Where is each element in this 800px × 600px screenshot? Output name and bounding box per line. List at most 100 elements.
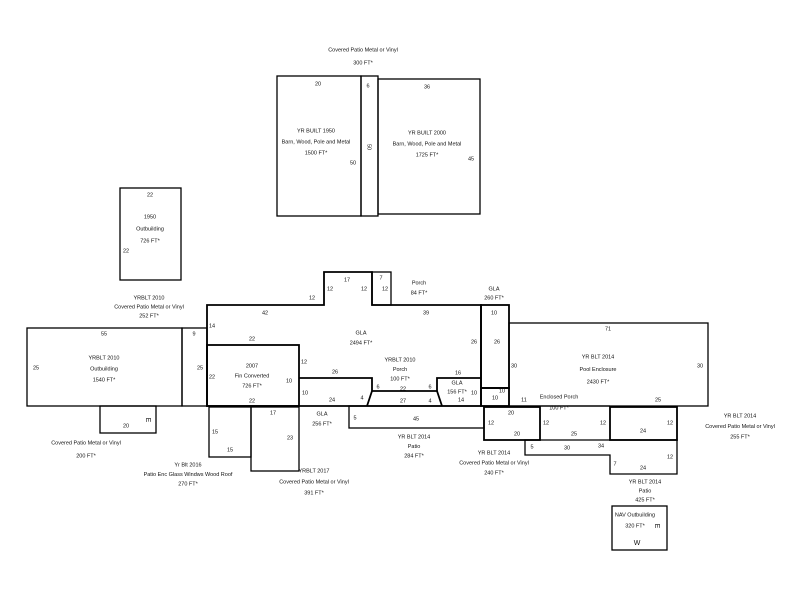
dimension-label: 14 (209, 323, 215, 329)
dimension-label: 24 (640, 428, 646, 434)
area-label: 726 FT* (242, 383, 262, 389)
dimension-label: 17 (270, 410, 276, 416)
dimension-label: 12 (667, 420, 673, 426)
dimension-label: 20 (123, 423, 129, 429)
dimension-label: 26 (332, 369, 338, 375)
area-label: Porch (412, 280, 426, 286)
covered-patio-200[interactable] (99, 405, 157, 434)
area-label: YR BUILT 2000 (408, 130, 446, 136)
area-label: Patio (408, 444, 421, 450)
area-label: Fin Converted (235, 373, 270, 379)
area-label: 252 FT* (139, 313, 159, 319)
dimension-label: 12 (309, 295, 315, 301)
dimension-label: 14 (458, 397, 464, 403)
dimension-label: 9 (192, 331, 195, 337)
barn-1950[interactable] (276, 75, 362, 217)
dimension-label: 25 (571, 431, 577, 437)
dimension-label: 36 (424, 84, 430, 90)
outbuilding-1950[interactable] (119, 187, 182, 281)
area-label: GLA (488, 286, 499, 292)
fin-converted[interactable] (206, 344, 300, 407)
area-label: YR BLT 2014 (582, 354, 615, 360)
dimension-label: 12 (667, 454, 673, 460)
area-label: Covered Patio Metal or Vinyl (279, 479, 349, 485)
covered-patio-391[interactable] (250, 406, 300, 472)
area-label: YR BLT 2014 (478, 450, 511, 456)
dimension-label: 27 (400, 398, 406, 404)
dimension-label: 10 (492, 395, 498, 401)
area-label: 270 FT* (178, 481, 198, 487)
area-label: 1725 FT* (416, 152, 439, 158)
dimension-label: 39 (423, 310, 429, 316)
dimension-label: 7 (613, 461, 616, 467)
dimension-label: 24 (640, 465, 646, 471)
dimension-label: 12 (488, 420, 494, 426)
area-label: Covered Patio Metal or Vinyl (51, 440, 121, 446)
dimension-label: 25 (33, 365, 39, 371)
covered-patio-240[interactable] (483, 406, 541, 441)
dimension-label: 22 (249, 336, 255, 342)
dimension-label: 4 (428, 398, 431, 404)
area-label: Outbuilding (136, 226, 164, 232)
area-label: YRBLT 2010 (134, 295, 165, 301)
area-label: YR BLT 2014 (724, 413, 757, 419)
dimension-label: 22 (400, 386, 406, 392)
area-label: Barn, Wood, Pole and Metal (282, 139, 351, 145)
dimension-label: 45 (468, 156, 474, 162)
area-label: YRBLT 2010 (89, 355, 120, 361)
area-label: NAV Outbuilding (615, 512, 655, 518)
barn-2000[interactable] (377, 78, 481, 215)
dimension-label: 22 (209, 374, 215, 380)
area-label: 1540 FT* (93, 377, 116, 383)
covered-patio-252[interactable] (181, 327, 208, 407)
dimension-label: 6 (366, 83, 369, 89)
gla-260[interactable] (480, 304, 510, 389)
dimension-label: 26 (494, 339, 500, 345)
dimension-label: 55 (101, 331, 107, 337)
dimension-label: 71 (605, 326, 611, 332)
area-label: 391 FT* (304, 490, 324, 496)
dimension-label: 17 (344, 277, 350, 283)
dimension-label: 12 (600, 420, 606, 426)
dimension-label: 6 (376, 384, 379, 390)
patio-425[interactable] (524, 439, 678, 475)
dimension-label: 50 (350, 160, 356, 166)
area-label: 260 FT* (484, 295, 504, 301)
area-label: 2007 (246, 363, 258, 369)
porch-84[interactable] (371, 271, 392, 306)
area-label: 100 FT* (549, 405, 569, 411)
dimension-label: 12 (327, 286, 333, 292)
nav-outbuilding[interactable] (611, 505, 668, 551)
marker-glyph: E (144, 418, 151, 423)
dimension-label: 7 (379, 275, 382, 281)
area-label: YRBLT 2010 (385, 357, 416, 363)
dimension-label: 15 (212, 429, 218, 435)
area-label: 200 FT* (76, 453, 96, 459)
area-label: GLA (316, 411, 327, 417)
dimension-label: 42 (262, 310, 268, 316)
area-label: 84 FT* (411, 290, 428, 296)
area-label: 2430 FT* (587, 379, 610, 385)
dimension-label: 45 (413, 416, 419, 422)
dimension-label: 22 (249, 398, 255, 404)
area-label: YR BLT 2014 (398, 434, 431, 440)
marker-glyph: W (634, 540, 641, 547)
dimension-label: 15 (227, 447, 233, 453)
dimension-label: 12 (361, 286, 367, 292)
dimension-label: 25 (655, 397, 661, 403)
dimension-label: 23 (287, 435, 293, 441)
area-label: YR BUILT 1950 (297, 128, 335, 134)
gla-inner-line (299, 377, 481, 392)
area-label: 1500 FT* (305, 150, 328, 156)
area-label: 284 FT* (404, 453, 424, 459)
dimension-label: 10 (471, 390, 477, 396)
marker-glyph: E (653, 524, 660, 529)
area-label: Outbuilding (90, 366, 118, 372)
area-label: Pool Enclosure (580, 367, 617, 373)
area-label: YR BLT 2014 (629, 479, 662, 485)
dimension-label: 20 (508, 410, 514, 416)
dimension-label: 20 (315, 81, 321, 87)
